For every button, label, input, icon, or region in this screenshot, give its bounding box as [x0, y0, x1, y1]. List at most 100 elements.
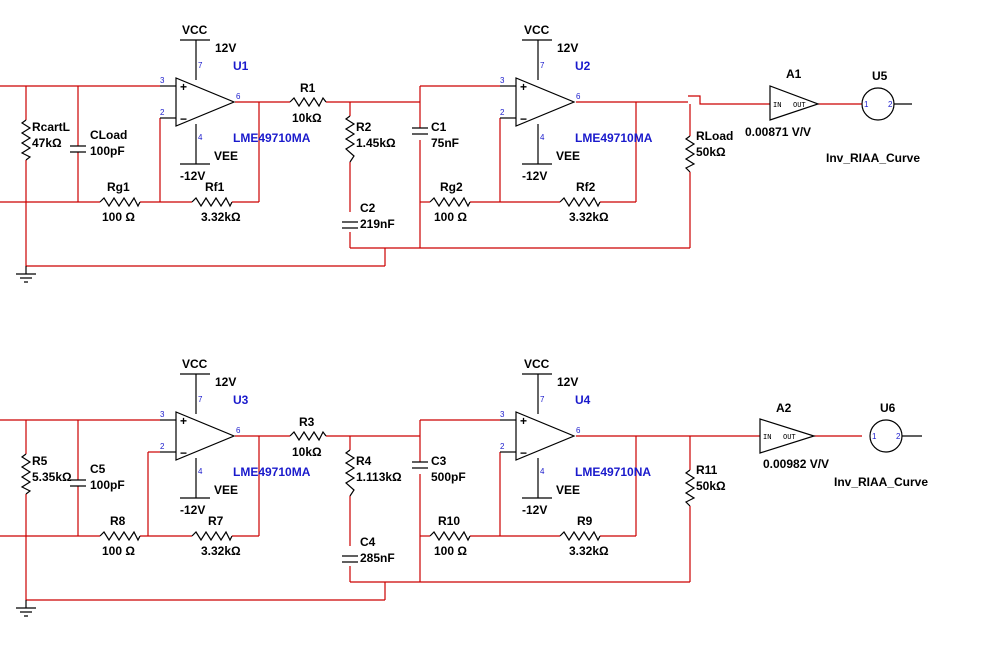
vee-label: VEE	[214, 149, 238, 163]
ground-symbol	[16, 600, 36, 617]
component-name: Rf2	[576, 180, 596, 194]
pin-label: 4	[198, 467, 203, 476]
pin-label: 3	[500, 410, 505, 419]
vee-voltage: -12V	[522, 169, 547, 183]
opamp-part: LME49710MA	[233, 465, 311, 479]
vcc-voltage: 12V	[215, 41, 236, 55]
component-value: 75nF	[431, 136, 459, 150]
component-value: 3.32kΩ	[201, 544, 241, 558]
component-name: U5	[872, 69, 888, 83]
capacitor-cload[interactable]: CLoad 100pF	[70, 128, 127, 158]
pin-label: 2	[160, 442, 165, 451]
component-name: RcartL	[32, 120, 70, 134]
pin-label: 2	[500, 442, 505, 451]
pin-label: 7	[198, 395, 203, 404]
amp-out-label: OUT	[793, 101, 806, 109]
resistor-r9[interactable]: R9 3.32kΩ	[559, 514, 609, 558]
component-value: 219nF	[360, 217, 395, 231]
component-name: R11	[696, 463, 718, 477]
probe-u6[interactable]: 1 2 U6 Inv_RIAA_Curve	[834, 401, 928, 489]
component-value: 100pF	[90, 478, 125, 492]
resistor-r10[interactable]: R10 100 Ω	[429, 514, 471, 558]
vcc-label: VCC	[524, 23, 550, 37]
opamp-u4[interactable]: + − 3 2 6 7 4 U4 LME49710NA	[500, 393, 651, 479]
probe-u5[interactable]: 1 2 U5 Inv_RIAA_Curve	[826, 69, 920, 165]
component-value: 100 Ω	[102, 544, 135, 558]
opamp-u3[interactable]: + − 3 2 6 7 4 U3 LME49710MA	[160, 393, 311, 479]
plus-sign: +	[520, 414, 527, 428]
resistor-r3[interactable]: R3 10kΩ	[289, 415, 327, 459]
u3-power: VCC 12V VEE -12V	[180, 357, 238, 517]
plus-sign: +	[520, 80, 527, 94]
opamp-part: LME49710NA	[575, 465, 651, 479]
resistor-r7[interactable]: R7 3.32kΩ	[191, 514, 241, 558]
component-name: RLoad	[696, 129, 733, 143]
top-circuit: VCC 12V VEE -12V + − 3 2 6 7 4 U1 LME497…	[0, 23, 920, 283]
capacitor-c4[interactable]: C4 285nF	[342, 535, 395, 565]
minus-sign: −	[180, 112, 187, 126]
component-value: 100 Ω	[434, 210, 467, 224]
vee-label: VEE	[556, 483, 580, 497]
component-name: C4	[360, 535, 376, 549]
opamp-refdes: U4	[575, 393, 591, 407]
component-name: Rg2	[440, 180, 463, 194]
pin-label: 7	[540, 61, 545, 70]
capacitor-c5[interactable]: C5 100pF	[70, 462, 125, 492]
pin-label: 6	[576, 426, 581, 435]
resistor-r1[interactable]: R1 10kΩ	[289, 81, 327, 125]
u1-power: VCC 12V VEE -12V	[180, 23, 238, 183]
opamp-u2[interactable]: + − 3 2 6 7 4 U2 LME49710MA	[500, 59, 653, 145]
resistor-rg2[interactable]: Rg2 100 Ω	[429, 180, 471, 224]
u2-power: VCC 12V VEE -12V	[522, 23, 580, 183]
resistor-r5[interactable]: R5 5.35kΩ	[20, 453, 72, 495]
component-name: CLoad	[90, 128, 127, 142]
vee-label: VEE	[214, 483, 238, 497]
ground-symbol	[16, 266, 36, 283]
pin-label: 4	[540, 133, 545, 142]
pin-label: 2	[888, 100, 893, 109]
component-value: 1.113kΩ	[356, 470, 402, 484]
resistor-rload[interactable]: RLoad 50kΩ	[684, 129, 733, 173]
opamp-u1[interactable]: + − 3 2 6 7 4 U1 LME49710MA	[160, 59, 311, 145]
component-name: Rg1	[107, 180, 130, 194]
component-name: C5	[90, 462, 106, 476]
pin-label: 1	[864, 100, 869, 109]
capacitor-c3[interactable]: C3 500pF	[412, 454, 466, 484]
component-name: R8	[110, 514, 126, 528]
u4-power: VCC 12V VEE -12V	[522, 357, 580, 517]
bottom-circuit: VCC 12V VEE -12V + − 3 2 6 7 4 U3 LME497…	[0, 357, 928, 617]
amplifier-a1[interactable]: IN OUT A1 0.00871 V/V	[745, 67, 820, 139]
component-value: 50kΩ	[696, 145, 726, 159]
component-name: C3	[431, 454, 447, 468]
probe-label: Inv_RIAA_Curve	[826, 151, 920, 165]
capacitor-c1[interactable]: C1 75nF	[412, 120, 459, 150]
resistor-r4[interactable]: R4 1.113kΩ	[344, 449, 402, 497]
component-name: A1	[786, 67, 802, 81]
vcc-label: VCC	[182, 357, 208, 371]
vee-voltage: -12V	[180, 169, 205, 183]
component-name: U6	[880, 401, 896, 415]
component-value: 3.32kΩ	[569, 544, 609, 558]
resistor-r8[interactable]: R8 100 Ω	[99, 514, 141, 558]
component-value: 10kΩ	[292, 445, 322, 459]
plus-sign: +	[180, 80, 187, 94]
pin-label: 4	[198, 133, 203, 142]
resistor-rf1[interactable]: Rf1 3.32kΩ	[191, 180, 241, 224]
resistor-rcart[interactable]: RcartL 47kΩ	[20, 119, 70, 161]
resistor-rg1[interactable]: Rg1 100 Ω	[99, 180, 141, 224]
pin-label: 3	[500, 76, 505, 85]
component-name: R10	[438, 514, 460, 528]
amplifier-a2[interactable]: IN OUT A2 0.00982 V/V	[759, 401, 829, 471]
opamp-part: LME49710MA	[575, 131, 653, 145]
minus-sign: −	[520, 112, 527, 126]
pin-label: 3	[160, 76, 165, 85]
resistor-rf2[interactable]: Rf2 3.32kΩ	[559, 180, 609, 224]
capacitor-c2[interactable]: C2 219nF	[342, 201, 395, 231]
pin-label: 6	[236, 92, 241, 101]
minus-sign: −	[520, 446, 527, 460]
resistor-r2[interactable]: R2 1.45kΩ	[344, 115, 396, 163]
pin-label: 2	[896, 432, 901, 441]
resistor-r11[interactable]: R11 50kΩ	[684, 463, 726, 507]
component-name: A2	[776, 401, 792, 415]
